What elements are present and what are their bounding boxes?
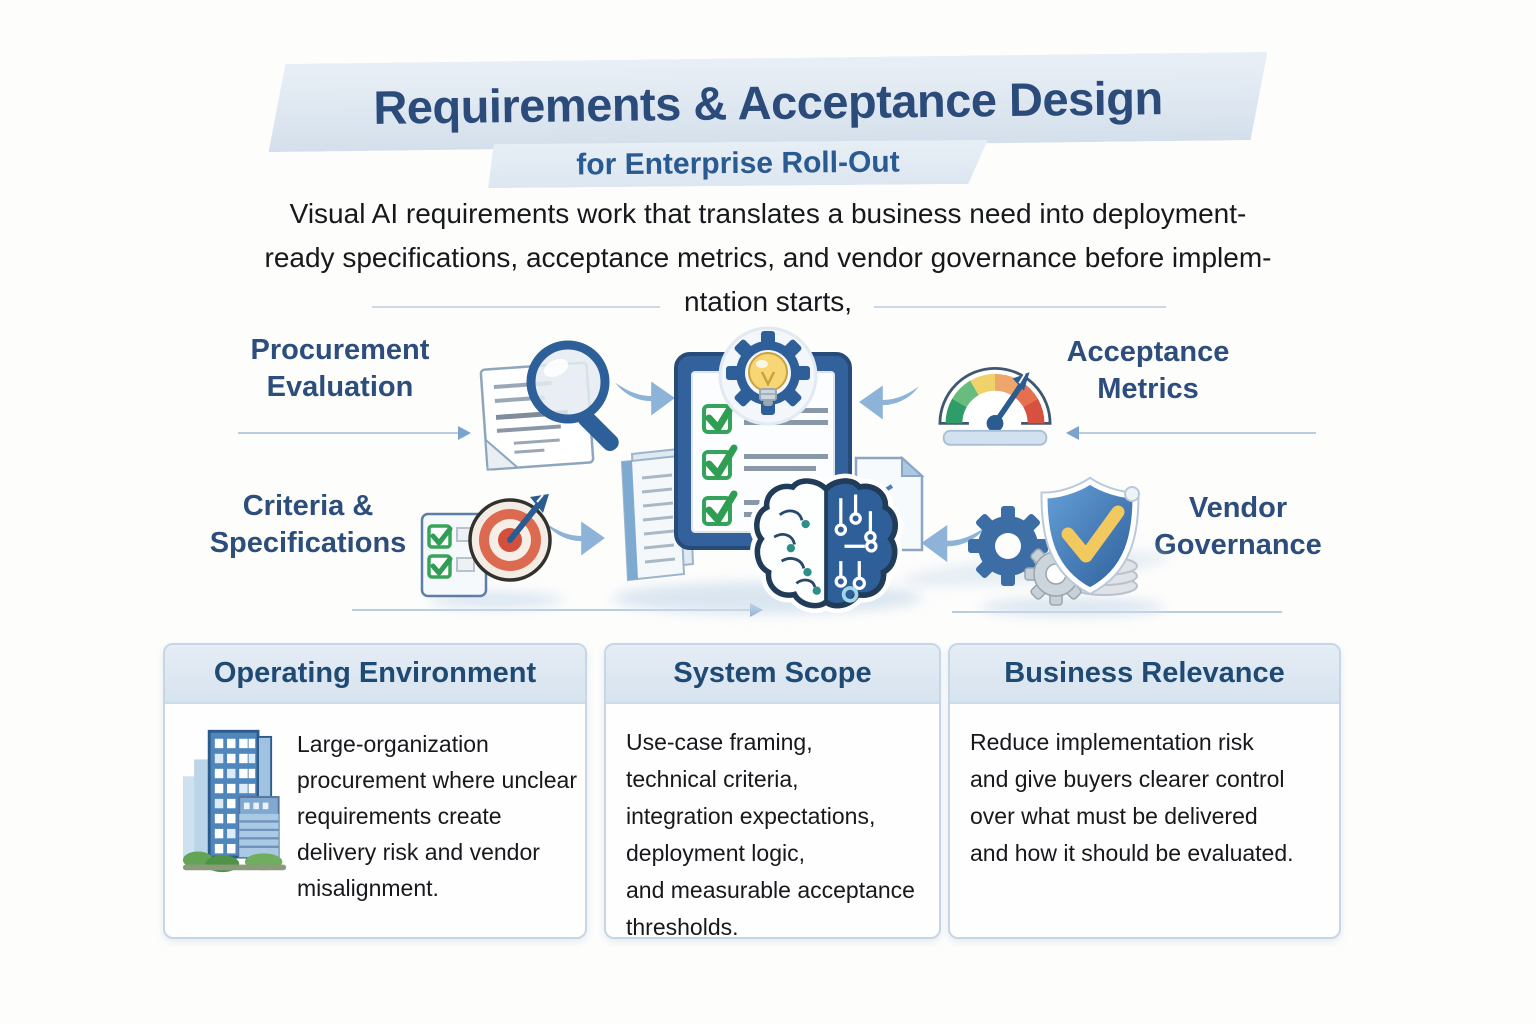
connector-line-procurement — [238, 432, 460, 434]
page-subtitle: for Enterprise Roll-Out — [576, 145, 900, 182]
documents-stack-icon — [618, 438, 695, 588]
label-acceptance-metrics: Acceptance Metrics — [1066, 336, 1230, 405]
card-title: Operating Environment — [213, 657, 537, 689]
card-business-relevance: Business Relevance Reduce implementation… — [948, 643, 1341, 939]
flow-arrow-right-icon — [612, 372, 678, 424]
divider-line-right — [874, 306, 1166, 308]
card-title: Business Relevance — [1004, 657, 1285, 689]
target-dart-checklist-icon — [420, 490, 552, 602]
card-operating-environment: Operating Environment — [163, 643, 587, 939]
card-body: Large-organization procurement where unc… — [165, 704, 585, 906]
label-procurement-evaluation: Procurement Evaluation — [250, 334, 430, 403]
gear-lightbulb-icon — [718, 326, 818, 426]
card-header: Business Relevance — [950, 645, 1339, 704]
page-title: Requirements & Acceptance Design — [373, 70, 1163, 134]
flow-arrow-left-icon — [856, 376, 922, 428]
label-vendor-governance: Vendor Governance — [1154, 492, 1322, 561]
card-title: System Scope — [673, 657, 872, 689]
intro-paragraph: Visual AI requirements work that transla… — [188, 192, 1348, 324]
label-criteria-specifications: Criteria & Specifications — [209, 490, 407, 559]
flow-arrow-right-icon — [542, 512, 608, 564]
intro-line-2: ready specifications, acceptance metrics… — [264, 242, 1272, 273]
divider-line-left — [372, 306, 660, 308]
card-system-scope: System Scope Use-case framing, technical… — [604, 643, 941, 939]
shadow-ellipse — [980, 598, 1165, 616]
document-magnifier-icon — [468, 336, 626, 476]
card-text: Large-organization procurement where unc… — [297, 731, 577, 901]
connector-line-bottom-center — [352, 609, 752, 611]
subtitle-banner: for Enterprise Roll-Out — [488, 140, 988, 188]
intro-line-1: Visual AI requirements work that transla… — [289, 198, 1247, 229]
office-building-icon — [181, 718, 289, 876]
flow-arrow-left-icon — [918, 516, 990, 570]
intro-line-3: ntation starts, — [683, 286, 853, 317]
ai-brain-circuit-icon — [752, 476, 900, 626]
card-text: Reduce implementation risk and give buye… — [970, 729, 1294, 866]
card-header: System Scope — [606, 645, 939, 704]
title-banner: Requirements & Acceptance Design — [267, 52, 1268, 152]
connector-line-acceptance — [1078, 432, 1316, 434]
gauge-icon — [925, 345, 1065, 450]
arrowhead-right-icon — [458, 426, 471, 440]
card-text: Use-case framing, technical criteria, in… — [626, 729, 915, 939]
card-header: Operating Environment — [165, 645, 585, 704]
arrowhead-left-icon — [1066, 426, 1079, 440]
shield-check-gears-icon — [968, 476, 1152, 606]
